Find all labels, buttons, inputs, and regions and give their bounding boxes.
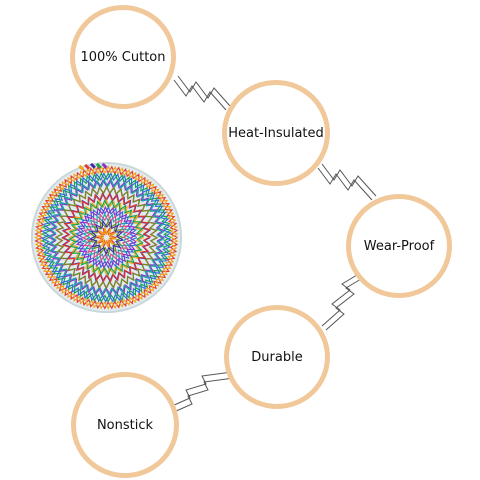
woven-cotton-coaster-image (30, 161, 183, 314)
feature-circle-nonstick: Nonstick (71, 372, 179, 478)
coaster-stitch-ring (96, 227, 117, 248)
feature-label-durable: Durable (251, 349, 303, 365)
feature-circle-durable: Durable (224, 305, 330, 409)
feature-label-nonstick: Nonstick (96, 417, 154, 433)
coaster-stitch-ring (54, 185, 159, 290)
feature-circle-heat-insulated: Heat-Insulated (222, 80, 330, 186)
coaster-stitch-ring (88, 219, 124, 256)
coaster-stitch-ring (68, 199, 145, 276)
connector-1-2 (173, 75, 231, 111)
connector-2-3 (317, 163, 377, 201)
feature-circle-cotton: 100% Cutton (70, 5, 176, 109)
coaster-stitch-ring (34, 165, 179, 310)
coaster-stitch-ring (81, 212, 131, 263)
connector-3-4 (321, 271, 367, 331)
feature-circle-wear-proof: Wear-Proof (346, 194, 452, 298)
coaster-stitch-ring (47, 178, 165, 297)
coaster-stitch-ring (34, 165, 179, 310)
coaster-stitch-ring (75, 206, 138, 269)
feature-label-wear-proof: Wear-Proof (363, 238, 435, 254)
feature-label-cotton: 100% Cutton (80, 49, 166, 65)
coaster-stitch-ring (96, 227, 117, 248)
coaster-stitch-ring (81, 212, 131, 263)
coaster-stitch-ring (47, 178, 166, 297)
coaster-stitch-ring (61, 192, 152, 283)
connector-4-5 (171, 371, 235, 413)
feature-label-heat-insulated: Heat-Insulated (228, 125, 324, 141)
coaster-stitch-ring (68, 199, 145, 276)
